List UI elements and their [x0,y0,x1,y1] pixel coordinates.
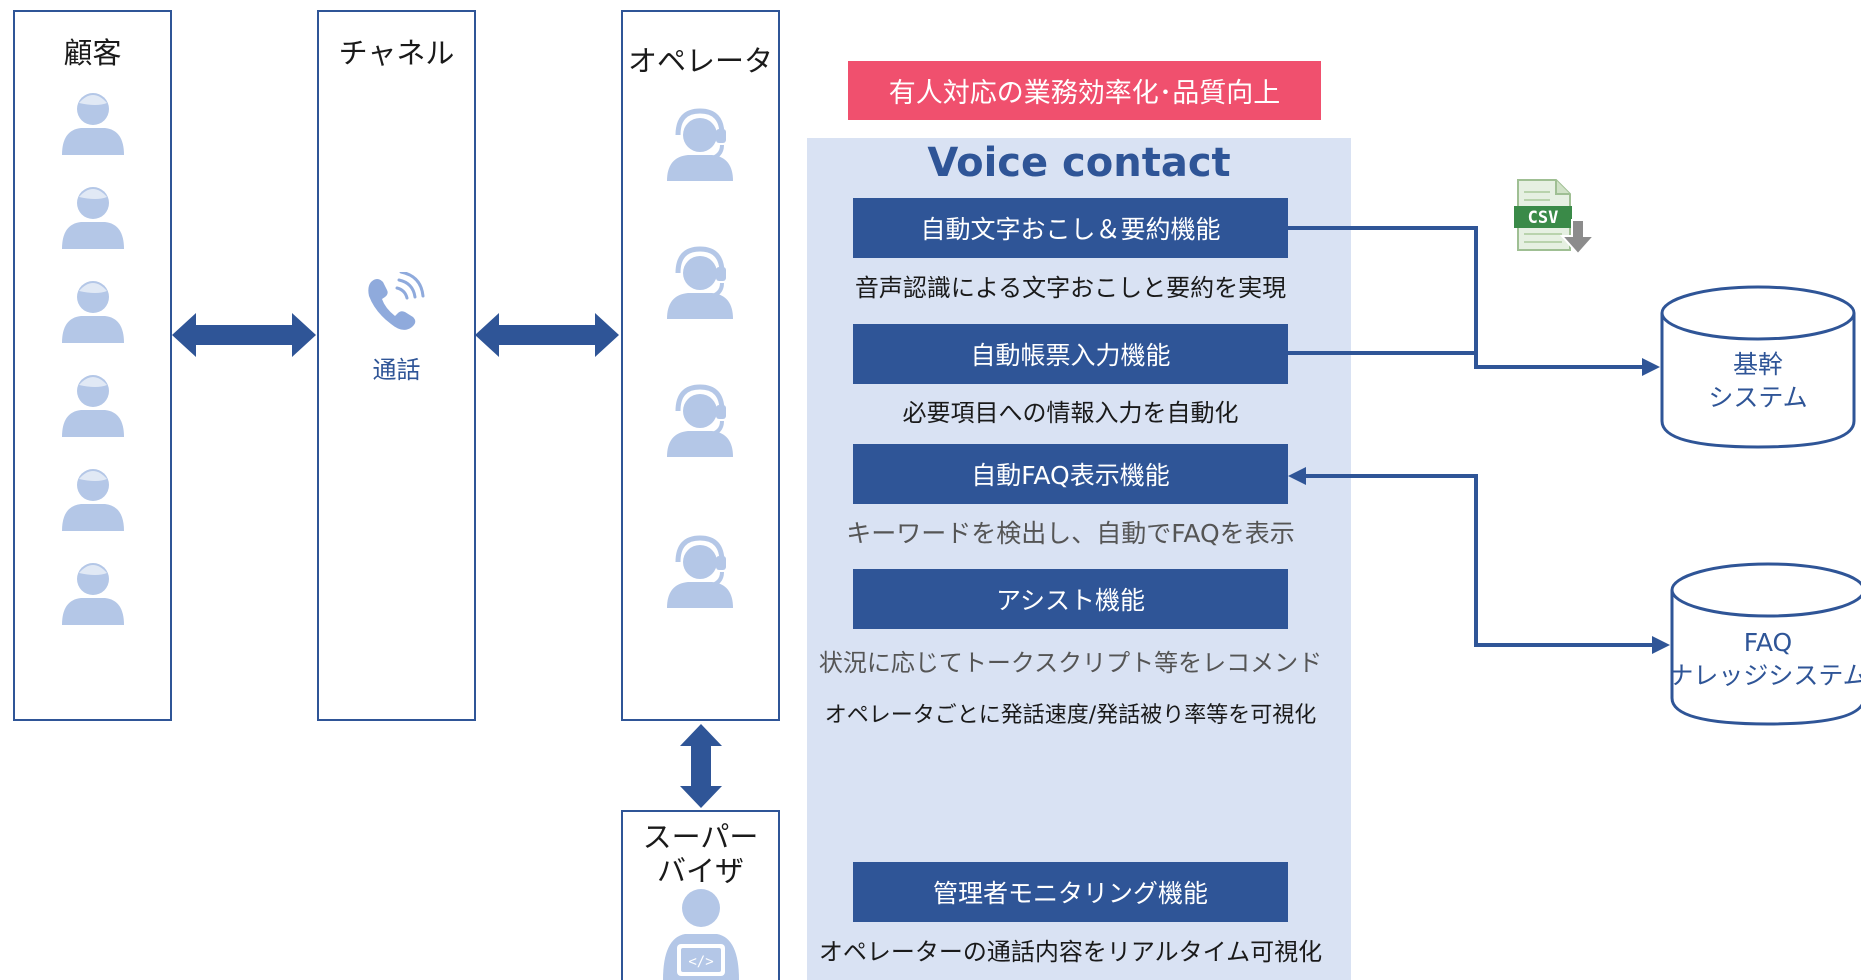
function-label: 自動FAQ表示機能 [971,461,1170,490]
operator-headset-icon [667,246,733,319]
supervisor-coder-icon: </> [663,889,739,980]
operator-headset-icon [667,108,733,181]
function-desc: オペレーターの通話内容をリアルタイム可視化 [818,938,1323,966]
svg-text:</>: </> [688,954,713,970]
phone-call-icon [368,272,425,330]
supervisor-title: スーパー バイザ [642,820,759,888]
line-faq-to-faqsystem [1304,474,1652,647]
arrowhead-faq-function [1288,467,1306,485]
customer-title: 顧客 [63,36,122,70]
function-form-input: 自動帳票入力機能 [853,324,1288,384]
banner: 有人対応の業務効率化･品質向上 [848,61,1321,120]
faq-system-cylinder [1670,562,1861,726]
arrowhead-core [1642,358,1660,376]
function-label: 自動文字おこし＆要約機能 [920,215,1221,244]
faq-system-line1: FAQ [1743,628,1793,657]
core-system-line1: 基幹 [1732,350,1783,379]
function-monitoring: 管理者モニタリング機能 [853,862,1288,922]
banner-text: 有人対応の業務効率化･品質向上 [888,78,1281,109]
customer-person-icon [62,375,124,437]
csv-download-icon: CSV [1514,179,1597,256]
voice-contact-panel [807,138,1351,980]
arrowhead-faqsystem [1652,636,1670,654]
csv-icon-text: CSV [1528,208,1559,228]
customer-person-icon [62,93,124,155]
faq-system-label: FAQ ナレッジシステム [1668,626,1861,692]
operator-title: オペレータ [627,44,773,78]
customer-person-icon [62,281,124,343]
function-assist: アシスト機能 [853,569,1288,629]
channel-call-label: 通話 [372,356,421,384]
faq-system-line2: ナレッジシステム [1668,661,1861,690]
panel-title: Voice contact [927,140,1231,186]
function-desc: 音声認識による文字おこしと要約を実現 [854,274,1287,302]
customer-person-icon [62,563,124,625]
channel-title: チャネル [338,36,455,70]
operator-headset-icon [667,384,733,457]
arrow-operator-supervisor [680,724,722,808]
line-transcribe-to-core [1288,226,1642,369]
function-label: 自動帳票入力機能 [970,341,1171,370]
function-label: アシスト機能 [995,586,1145,615]
core-system-line2: システム [1708,383,1808,412]
function-faq-display: 自動FAQ表示機能 [853,444,1288,504]
function-desc: 状況に応じてトークスクリプト等をレコメンド [818,649,1323,677]
channel-column: チャネル [317,10,476,721]
core-system-cylinder [1660,285,1856,449]
arrow-customer-channel [172,313,316,357]
customer-person-icon [62,187,124,249]
function-desc: 必要項目への情報入力を自動化 [902,399,1239,427]
operator-headset-icon [667,535,733,608]
customer-person-icon [62,469,124,531]
function-extra-desc: オペレータごとに発話速度/発話被り率等を可視化 [824,703,1317,728]
function-desc: キーワードを検出し、自動でFAQを表示 [846,519,1295,548]
arrow-channel-operator [475,313,619,357]
operator-icons [667,108,733,608]
customer-icons [62,93,124,625]
function-label: 管理者モニタリング機能 [932,879,1208,908]
core-system-label: 基幹 システム [1658,348,1858,414]
function-transcribe-summary: 自動文字おこし＆要約機能 [853,198,1288,258]
